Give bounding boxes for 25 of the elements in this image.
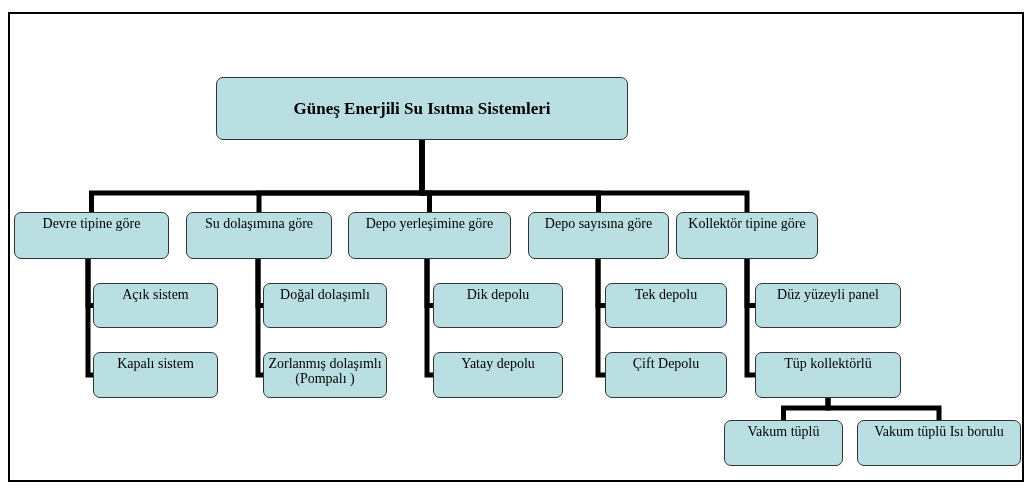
connector-line [255,259,263,378]
category-box: Vakum tüplü [724,420,843,466]
category-box: Doğal dolaşımlı [263,283,387,328]
connector-line [85,259,93,378]
category-box: Dik depolu [433,283,563,328]
category-box: Yatay depolu [433,352,563,398]
connector-line [419,140,750,212]
category-box: Tüp kollektörlü [755,352,901,398]
connector-line [744,259,755,378]
category-box: Açık sistem [93,283,218,328]
title-box: Güneş Enerjili Su Isıtma Sistemleri [216,77,628,140]
category-box: Devre tipine göre [14,212,169,259]
category-box: Vakum tüplü Isı borulu [857,420,1021,466]
connector-line [595,259,605,378]
connector-line [825,398,942,420]
category-box: Kollektör tipine göre [676,212,818,259]
category-box: Kapalı sistem [93,352,218,398]
category-box: Zorlanmış dolaşımlı (Pompalı ) [263,352,387,398]
category-box: Su dolaşımına göre [186,212,332,259]
category-box: Depo sayısına göre [528,212,669,259]
category-box: Tek depolu [605,283,727,328]
connector-line [424,259,433,378]
category-box: Çift Depolu [605,352,727,398]
category-box: Düz yüzeyli panel [755,283,901,328]
category-box: Depo yerleşimine göre [348,212,511,259]
